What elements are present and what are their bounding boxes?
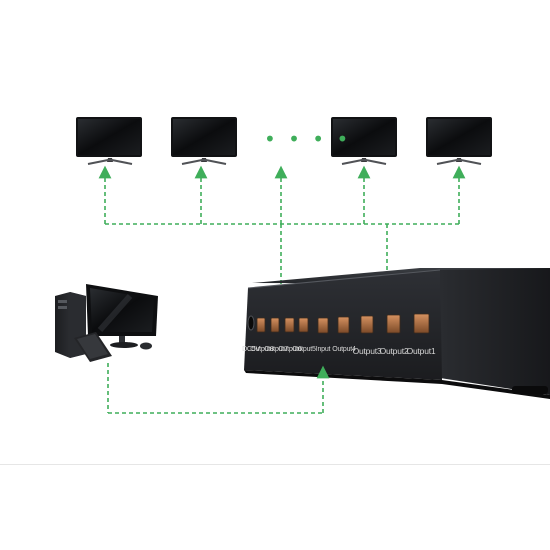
port-input [317, 317, 329, 334]
monitor-4 [426, 117, 492, 165]
port-label-output6: Output6 [278, 346, 302, 353]
port-label-output8: Output8 [250, 346, 274, 353]
desktop-computer [55, 284, 158, 362]
port-output4 [337, 316, 350, 334]
monitor-3 [331, 117, 397, 165]
port-label-input: Input [315, 346, 331, 353]
port-output1 [413, 313, 430, 334]
port-output2 [386, 314, 401, 334]
port-label-output7: Output7 [264, 346, 288, 353]
port-label-dc: DC5V [242, 346, 260, 353]
port-label-output1: Output1 [406, 346, 436, 356]
hdmi-splitter-device [244, 268, 550, 399]
port-label-output4: Output4 [332, 346, 356, 353]
port-output6 [284, 317, 295, 333]
port-label-output3: Output3 [352, 346, 382, 356]
monitor-2 [171, 117, 237, 165]
port-label-output2: Output2 [379, 346, 409, 356]
port-label-output5: Output5 [292, 346, 316, 353]
port-output8 [256, 317, 266, 333]
monitor-1 [76, 117, 142, 165]
more-monitors-ellipsis: • • • • [264, 127, 352, 151]
port-output7 [270, 317, 280, 333]
port-output3 [360, 315, 374, 334]
input-connection-line [107, 363, 330, 414]
divider-line [0, 464, 550, 465]
port-output5 [298, 317, 309, 333]
